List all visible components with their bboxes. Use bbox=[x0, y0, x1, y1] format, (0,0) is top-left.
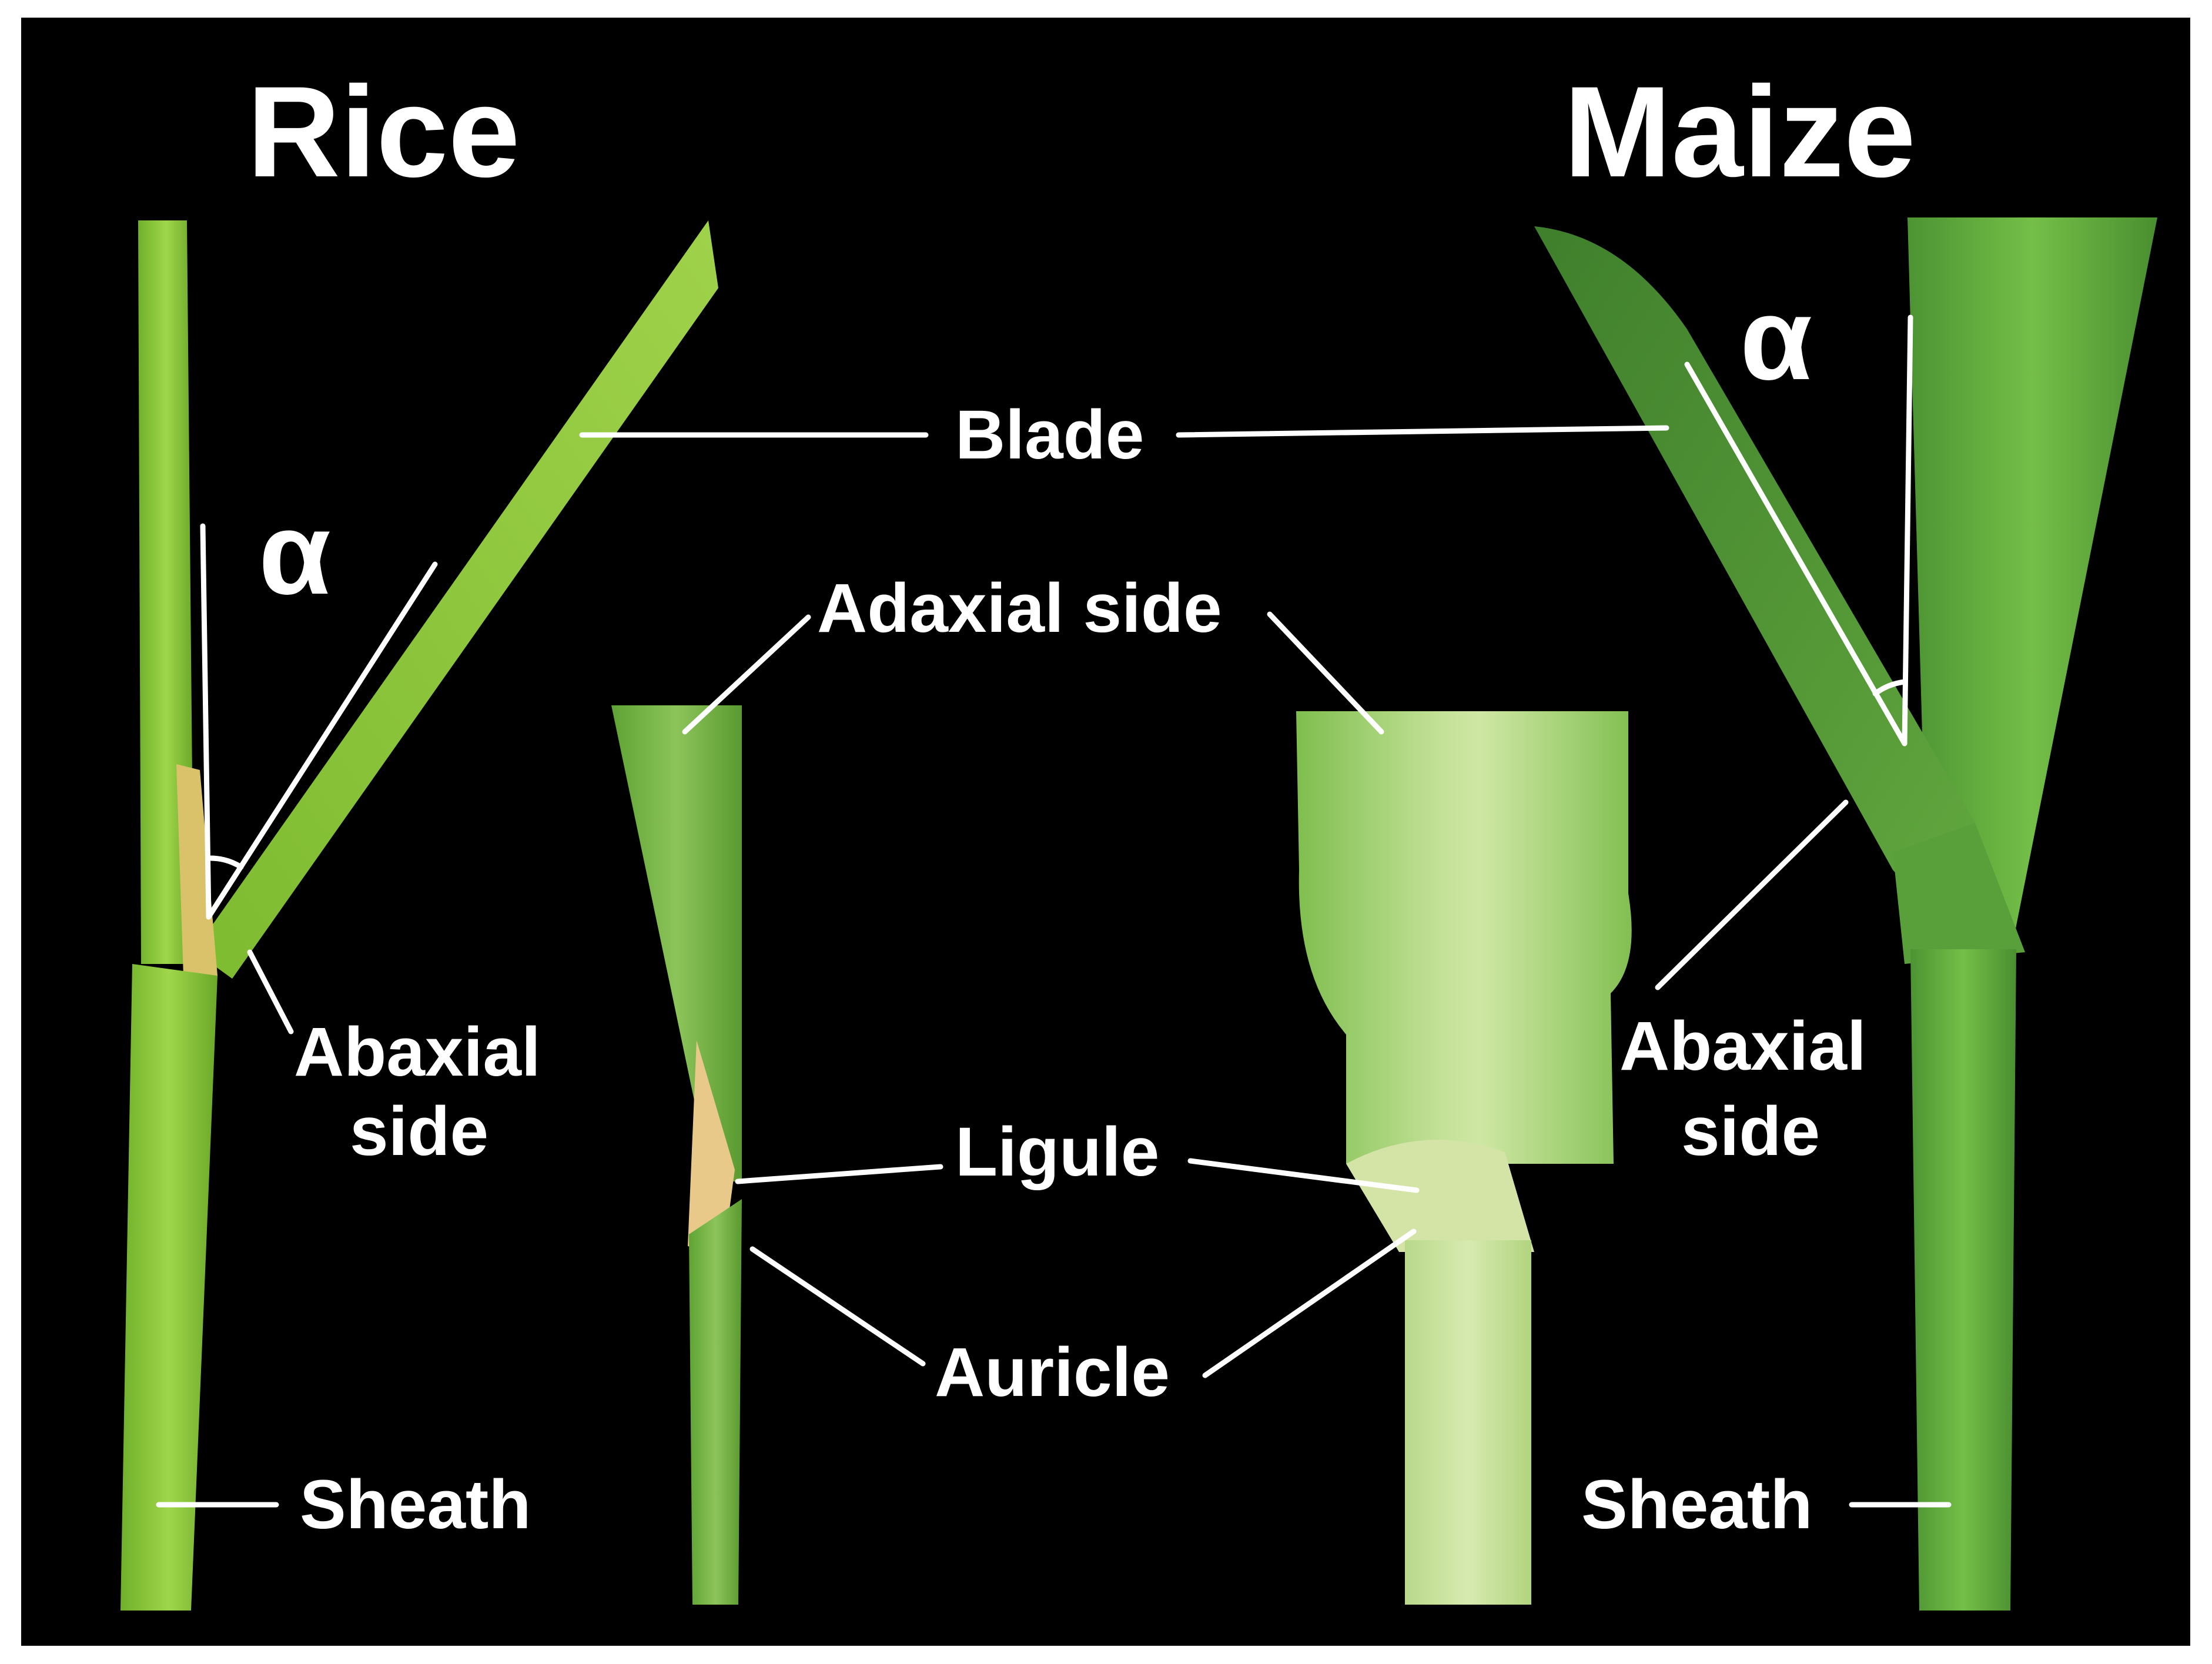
title-maize: Maize bbox=[1564, 59, 1916, 204]
figure-background bbox=[21, 18, 2190, 1646]
rice-closeup-blade bbox=[611, 705, 742, 1181]
leader-lines bbox=[156, 425, 1952, 1508]
rice-collar bbox=[176, 764, 217, 976]
maize-blade bbox=[1534, 226, 1975, 952]
label-ligule: Ligule bbox=[955, 1113, 1159, 1191]
rice-closeup-sheath bbox=[689, 1199, 742, 1605]
maize-closeup bbox=[1296, 711, 1632, 1605]
label-abaxial-side-maize-line1: Abaxial bbox=[1619, 1007, 1866, 1085]
rice-blade bbox=[194, 220, 718, 979]
label-auricle: Auricle bbox=[935, 1334, 1170, 1411]
maize-angle-marker bbox=[1684, 314, 1913, 746]
title-rice: Rice bbox=[247, 59, 520, 204]
rice-plant bbox=[121, 220, 718, 1611]
maize-sheath bbox=[1910, 949, 2016, 1611]
label-blade: Blade bbox=[955, 396, 1144, 474]
label-sheath-rice: Sheath bbox=[300, 1466, 531, 1544]
maize-upper-leaf bbox=[1908, 217, 2157, 940]
rice-closeup bbox=[611, 705, 742, 1605]
label-sheath-maize: Sheath bbox=[1581, 1466, 1812, 1544]
label-abaxial-side-rice-line2: side bbox=[350, 1093, 488, 1170]
maize-plant bbox=[1534, 217, 2157, 1611]
maize-closeup-sheath bbox=[1405, 1240, 1531, 1605]
maize-closeup-collar bbox=[1346, 1140, 1534, 1252]
label-abaxial-side-rice-line1: Abaxial bbox=[294, 1013, 541, 1091]
rice-sheath bbox=[121, 964, 217, 1611]
maize-collar bbox=[1893, 823, 2025, 964]
rice-angle-symbol: α bbox=[259, 488, 331, 619]
maize-angle-symbol: α bbox=[1740, 273, 1812, 404]
label-adaxial-side: Adaxial side bbox=[817, 570, 1222, 647]
label-abaxial-side-maize-line2: side bbox=[1681, 1093, 1820, 1170]
rice-closeup-ligule bbox=[688, 1040, 735, 1258]
maize-closeup-blade bbox=[1296, 711, 1632, 1164]
rice-angle-marker bbox=[200, 523, 438, 920]
